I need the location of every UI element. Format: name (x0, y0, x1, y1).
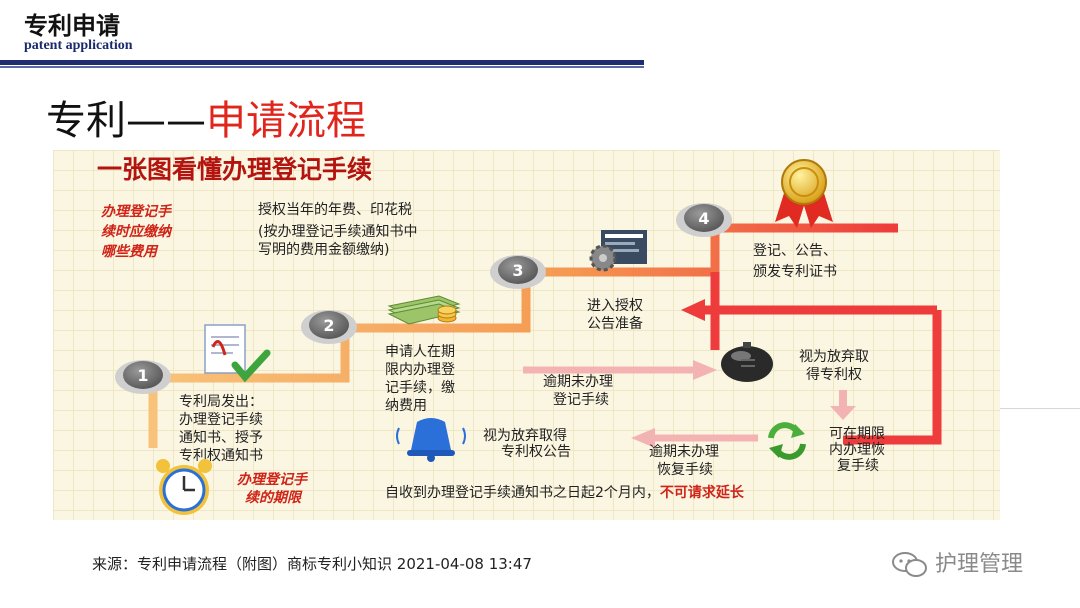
step-1-text: 专利局发出： 办理登记手续 通知书、授予 专利权通知书 (179, 394, 267, 464)
return-path-line (843, 310, 942, 445)
watermark-text: 护理管理 (935, 552, 1024, 577)
svg-text:1: 1 (137, 366, 148, 385)
header-rule-thin (0, 66, 644, 68)
wechat-icon (892, 552, 927, 577)
abandon-right-text: 视为放弃取 得专利权 (799, 349, 873, 383)
step-3-text: 进入授权 公告准备 (587, 298, 647, 332)
fees-label: 办理登记手 续时应缴纳 哪些费用 (100, 203, 176, 260)
header-rule (0, 60, 644, 65)
arrow-to-step-3 (681, 299, 705, 321)
step-4-circle: 4 (676, 203, 732, 237)
medal-icon (775, 159, 833, 228)
recover-text: 可在期限 内办理恢 复手续 (829, 426, 889, 474)
watermark: 护理管理 (892, 546, 1023, 579)
deadline-text: 自收到办理登记手续通知书之日起2个月内，不可请求延长 (385, 484, 745, 501)
flow-diagram-panel: 一张图看懂办理登记手续 办理登记手 续时应缴纳 哪些费用 授权当年的年费、印花税… (53, 150, 1000, 520)
slide-title-highlight: 申请流程 (206, 98, 366, 144)
bell-icon (396, 418, 466, 462)
overdue-recover-text: 逾期未办理 恢复手续 (649, 444, 723, 478)
gear-tools-icon (589, 230, 647, 272)
header-title: 专利申请 (24, 12, 120, 40)
slide-title: 专利——申请流程 (46, 88, 366, 146)
deadline-label: 办理登记手 续的期限 (236, 471, 312, 506)
header-subtitle: patent application (24, 38, 133, 53)
step-4-text: 登记、公告、 颁发专利证书 (753, 243, 841, 280)
alarm-clock-icon (156, 459, 212, 515)
bomb-icon (721, 342, 773, 382)
step-1-circle: 1 (115, 360, 171, 394)
source-caption: 来源：专利申请流程（附图）商标专利小知识 2021-04-08 13:47 (92, 555, 532, 573)
deadline-emphasis: 不可请求延长 (660, 484, 745, 501)
step-2-text: 申请人在期 限内办理登 记手续，缴 纳费用 (385, 344, 459, 414)
fees-text: 授权当年的年费、印花税 (按办理登记手续通知书中 写明的费用金额缴纳) (258, 202, 422, 258)
recycle-icon (768, 422, 806, 460)
money-stack-icon (387, 295, 461, 325)
diagram-heading: 一张图看懂办理登记手续 (97, 155, 372, 184)
svg-text:4: 4 (698, 209, 709, 228)
slide-title-prefix: 专利—— (46, 98, 206, 144)
abandon-announce-text: 视为放弃取得 专利权公告 (483, 427, 571, 460)
svg-text:2: 2 (323, 316, 334, 335)
overdue-registration-text: 逾期未办理 登记手续 (543, 374, 617, 408)
right-divider (1000, 408, 1080, 409)
svg-text:3: 3 (512, 261, 523, 280)
step-3-circle: 3 (490, 255, 546, 289)
document-check-icon (204, 324, 271, 383)
step-2-circle: 2 (301, 310, 357, 344)
flow-diagram: 一张图看懂办理登记手续 办理登记手 续时应缴纳 哪些费用 授权当年的年费、印花税… (97, 155, 942, 515)
